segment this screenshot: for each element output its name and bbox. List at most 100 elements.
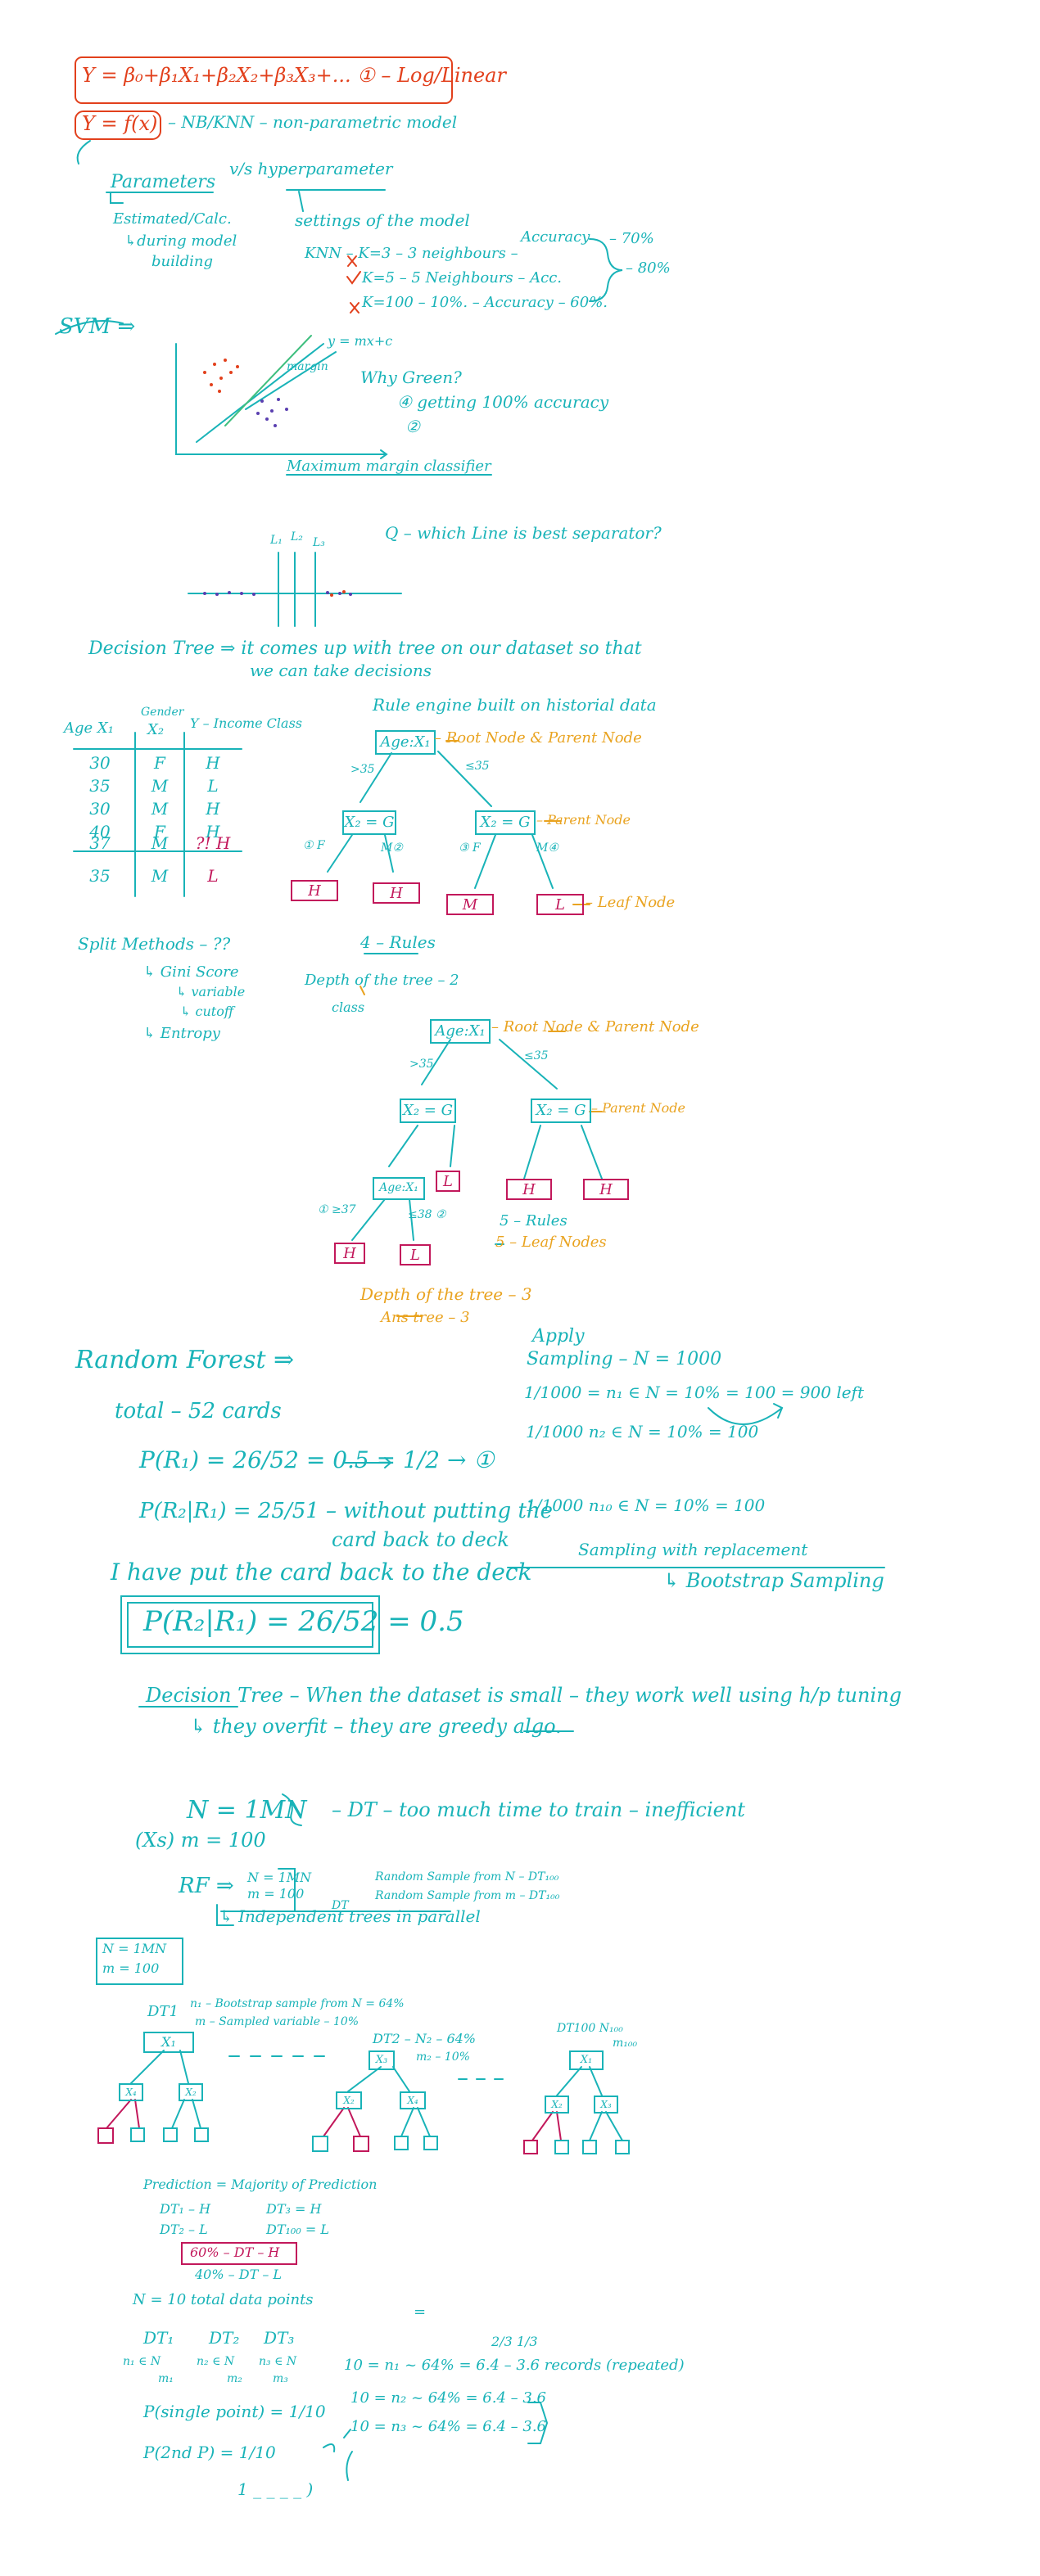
rules-5: 5 – Rules (500, 1212, 567, 1229)
probability-box-outer (120, 1595, 380, 1654)
record-1: 10 = n₁ ~ 64% = 6.4 – 3.6 records (repea… (344, 2357, 685, 2374)
final-n3-in-n: n₃ ∈ N (259, 2355, 297, 2368)
tree-1-leaf: H (373, 882, 420, 904)
equation-1: Y = β₀+β₁X₁+β₂X₂+β₃X₃+... ① – Log/Linear (82, 64, 506, 87)
table-cell: 35 (89, 866, 111, 886)
random-sample-m: Random Sample from m – DT₁₀₀ (375, 1889, 560, 1902)
table-cell: H (206, 822, 220, 841)
knn-line-1: KNN – K=3 – 3 neighbours – (305, 245, 518, 262)
n10-total: N = 10 total data points (133, 2291, 314, 2308)
final-m2: m₂ (227, 2372, 242, 2385)
dt1-label: DT1 (147, 2003, 179, 2020)
sample-1: 1/1000 = n₁ ∈ N = 10% = 100 = 900 left (524, 1383, 864, 1402)
probability-box-inner (127, 1602, 373, 1648)
ans-tree-3: Ans tree – 3 (381, 1309, 470, 1326)
tree-2-right-edge: ≤35 (524, 1049, 549, 1062)
table-cell: F (154, 822, 165, 841)
random-sample-n: Random Sample from N – DT₁₀₀ (375, 1870, 559, 1884)
dt-slow: – DT – too much time to train – ineffici… (332, 1798, 745, 1821)
prediction-boxed: 60% – DT – H (190, 2244, 280, 2260)
final-m3: m₃ (273, 2372, 288, 2385)
tree-1-edge-1: ① F (303, 839, 325, 852)
tree-2-sub-edge-left: ① ≥37 (318, 1203, 356, 1216)
put-back: I have put the card back to the deck (111, 1559, 532, 1586)
dt-intro-1: Decision Tree ⇒ it comes up with tree on… (88, 638, 642, 659)
tree-2-leaf: H (583, 1179, 629, 1200)
connector-arrow (76, 140, 91, 165)
line-l3: L₃ (313, 536, 325, 549)
accuracy-label: Accuracy (521, 228, 590, 246)
depth-3: Depth of the tree – 3 (360, 1284, 532, 1304)
tree-1-root: Age:X₁ (375, 730, 436, 755)
final-m1: m₁ (158, 2372, 174, 2385)
rf-n: N = 1MN (247, 1870, 312, 1885)
final-n2-in-n: n₂ ∈ N (197, 2355, 235, 2368)
table-cell: M (151, 833, 169, 853)
table-cell: 37 (89, 833, 111, 853)
final-dt2: DT₂ (209, 2328, 240, 2348)
during-model-text: ↳during model (124, 232, 237, 250)
tree-2-leaf: L (436, 1171, 460, 1192)
prediction-l: 40% – DT – L (195, 2267, 283, 2282)
equation-2: Y = f(x) (82, 112, 158, 135)
table-cell: 30 (89, 753, 111, 773)
equation-1-box (75, 56, 453, 104)
table-cell: H (206, 799, 220, 819)
table-header-x2: X₂ (147, 721, 165, 738)
line-l2: L₂ (291, 530, 303, 544)
tree-1-leaf: H (291, 880, 338, 901)
bootstrap-sampling: ↳ Bootstrap Sampling (663, 1569, 884, 1592)
table-cell: 40 (89, 822, 111, 841)
table-header-age: Age X₁ (64, 720, 114, 737)
dt1-n: n₁ – Bootstrap sample from N = 64% (190, 1997, 405, 2010)
rules-4: 4 – Rules (360, 932, 436, 952)
tree-1-parent-label: – Parent Node (536, 812, 631, 828)
table-cell: L (207, 866, 219, 886)
final-dt3: DT₃ (264, 2328, 295, 2348)
parameters-heading: Parameters (111, 172, 216, 192)
rf-dt: DT (332, 1899, 349, 1912)
p-r2-replaced: P(R₂|R₁) = 26/52 = 0.5 (143, 1605, 464, 1638)
equation-2-box (75, 111, 161, 140)
tree-2-leaf: H (506, 1179, 552, 1200)
dt100-m: m₁₀₀ (613, 2037, 638, 2050)
equals-sign: = (414, 2303, 427, 2321)
tree-2-leaf: H (334, 1243, 365, 1264)
independent-trees: ↳ Independent trees in parallel (219, 1906, 481, 1926)
knn-line-3: K=100 – 10%. – Accuracy – 60%. (362, 294, 608, 311)
tree-1-title: Rule engine built on historial data (373, 695, 657, 715)
class-label: class (332, 999, 365, 1015)
tree-2-parent-label: – Parent Node (591, 1100, 685, 1116)
tree-1-edge-3: ③ F (459, 841, 481, 855)
tree-2-root-label: – Root Node & Parent Node (491, 1018, 699, 1035)
fraction-two-thirds: 2/3 1/3 (491, 2334, 538, 2349)
n-equals: N = 1MN (187, 1796, 307, 1825)
rf-label: RF ⇒ (179, 1874, 234, 1898)
sample-2: 1/1000 n₂ ∈ N = 10% = 100 (526, 1422, 759, 1441)
which-line-question: Q – which Line is best separator? (385, 523, 662, 543)
svm-separator (196, 343, 324, 443)
random-forest-title: Random Forest ⇒ (75, 1346, 295, 1374)
vs-hyperparameter: v/s hyperparameter (229, 159, 393, 178)
forest-tree-1-node: X₂ (179, 2083, 203, 2101)
record-2: 10 = n₂ ~ 64% = 6.4 – 3.6 (350, 2389, 546, 2407)
table-cell: H (206, 753, 220, 773)
table-header-y: Y – Income Class (190, 715, 302, 731)
equation-2-note: – NB/KNN – non-parametric model (168, 112, 458, 132)
tree-2-left-edge: >35 (409, 1058, 434, 1071)
split-methods-title: Split Methods – ?? (78, 934, 231, 954)
accuracy-80: – 80% (626, 259, 671, 277)
dt2-m: m₂ – 10% (416, 2050, 470, 2064)
tree-2-leaf: L (400, 1244, 431, 1265)
tree-2-root: Age:X₁ (430, 1019, 491, 1044)
record-3: 10 = n₃ ~ 64% = 6.4 – 3.6 (350, 2418, 546, 2435)
dt1-m: m – Sampled variable – 10% (195, 2015, 359, 2028)
boxed-m: m = 100 (102, 1960, 160, 1976)
depth-2: Depth of the tree – 2 (305, 972, 459, 989)
why-green: Why Green? (360, 368, 462, 387)
forest-tree-2-node: X₂ (336, 2091, 362, 2109)
tree-2-sub-edge-right: ≤38 ② (408, 1208, 446, 1221)
sampling-label: Sampling – N = 1000 (527, 1349, 722, 1369)
tree-1-right-edge: ≤35 (465, 760, 490, 773)
